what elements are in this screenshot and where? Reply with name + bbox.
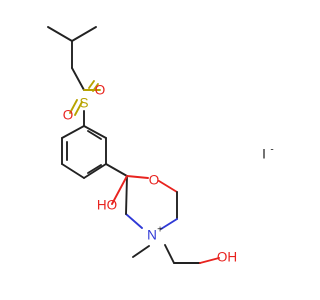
- bond-ring-7: [83, 125, 107, 139]
- hydroxyl-label: HO: [97, 198, 117, 213]
- terminal-hydroxyl-label: OH: [217, 250, 237, 265]
- oxygen-top-label: O: [95, 83, 106, 98]
- bond-n-methyl: [132, 245, 150, 258]
- bond-sulfur-top-2: [88, 80, 95, 89]
- oxygen-left-label: O: [63, 108, 74, 123]
- bond-sulfur-left-2: [74, 101, 83, 116]
- bond-morpholine-n-left: [125, 213, 143, 229]
- bond-sulfur-left-1: [69, 99, 78, 114]
- bond-morpholine-n-right: [160, 218, 178, 230]
- bond-ethyl-to-oh: [199, 257, 220, 264]
- bond-ring-oxygen-left: [126, 175, 149, 179]
- bond-aryl-to-carbon: [105, 163, 128, 177]
- bond-isobutyl-1: [47, 26, 73, 42]
- bond-n-ethyl-1: [164, 244, 175, 264]
- bond-ring-2: [61, 125, 85, 139]
- sulfur-label: S: [79, 96, 88, 111]
- bond-isobutyl-4: [71, 67, 85, 91]
- molecule-drawing: O O S O HO N + OH I -: [47, 26, 274, 265]
- bond-ring-double-3: [87, 130, 102, 140]
- bond-ring-4: [61, 163, 85, 179]
- iodide-label: I: [262, 147, 266, 162]
- bond-isobutyl-2: [71, 26, 97, 42]
- atom-label-layer: O O S O HO N + OH I -: [63, 83, 274, 265]
- bond-ring-5: [83, 163, 107, 179]
- bond-layer: [47, 26, 220, 264]
- nitrogen-label: N: [147, 228, 157, 243]
- bond-ring-oxygen-right: [158, 180, 178, 193]
- bond-morpholine-left: [125, 175, 128, 215]
- bond-ring-double-2: [87, 164, 102, 174]
- iodide-charge: -: [270, 145, 273, 156]
- chemical-structure-diagram: O O S O HO N + OH I -: [47, 26, 274, 265]
- bond-carbon-hydroxyl: [111, 175, 128, 205]
- bond-sulfur-top-1: [92, 83, 99, 92]
- ring-oxygen-label: O: [149, 173, 160, 188]
- nitrogen-charge: +: [157, 225, 163, 236]
